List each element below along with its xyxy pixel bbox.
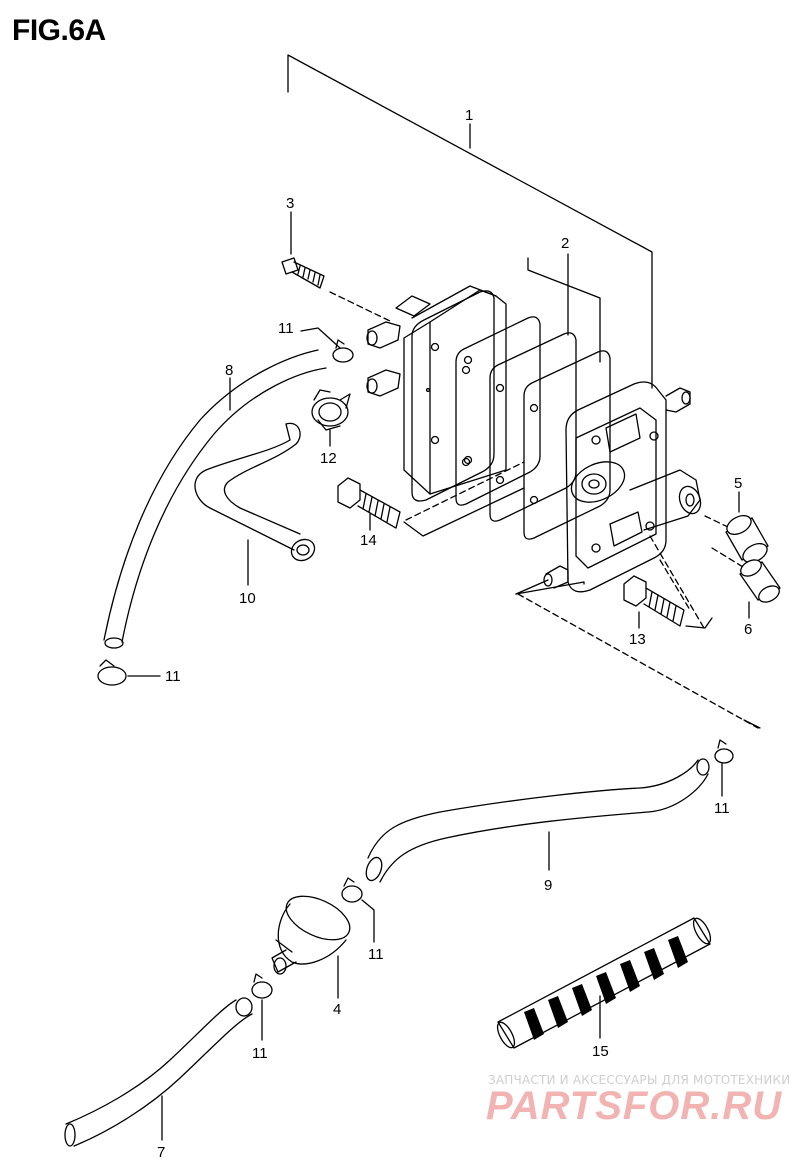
callout-11-mid: 11 xyxy=(368,946,384,963)
clip-11-lower xyxy=(252,974,272,1040)
figure-title: FIG.6A xyxy=(12,14,106,47)
watermark-brand: PARTSFOR.RU xyxy=(486,1084,783,1128)
callout-11-left: 11 xyxy=(165,668,181,685)
bolt-13 xyxy=(624,576,684,628)
bracket-13 xyxy=(686,618,712,628)
hose-7 xyxy=(65,998,252,1146)
assembly-bracket-1 xyxy=(288,55,652,388)
callout-9: 9 xyxy=(544,877,552,894)
callout-8: 8 xyxy=(225,362,233,379)
fuel-filter-4 xyxy=(272,887,356,998)
callout-14: 14 xyxy=(360,532,377,549)
callout-4: 4 xyxy=(333,1001,341,1018)
assembly-bracket-2 xyxy=(528,258,600,362)
clamp-12 xyxy=(312,390,350,446)
bolt-14 xyxy=(338,478,400,530)
dashed-leaders xyxy=(406,462,758,728)
callout-3: 3 xyxy=(286,195,294,212)
diaphragm-plates xyxy=(456,317,610,539)
clip-11-top xyxy=(301,328,353,362)
hose-10 xyxy=(195,423,318,585)
hose-9 xyxy=(363,759,709,883)
bracket-14 xyxy=(404,488,524,536)
collar-6 xyxy=(738,557,782,618)
watermark-caption: ЗАПЧАСТИ И АКСЕССУАРЫ ДЛЯ МОТОТЕХНИКИ xyxy=(488,1073,791,1087)
clip-11-mid xyxy=(342,878,374,942)
clip-11-right xyxy=(715,740,733,796)
callout-11-top: 11 xyxy=(278,320,294,337)
clip-11-left xyxy=(98,660,160,685)
bolt-3 xyxy=(282,212,392,322)
callout-11-lower: 11 xyxy=(252,1045,268,1062)
callout-11-right: 11 xyxy=(714,800,730,817)
callout-1: 1 xyxy=(465,107,473,124)
callout-13: 13 xyxy=(629,631,646,648)
callout-labels: 1 2 3 4 5 6 7 8 9 10 11 11 11 11 11 12 1… xyxy=(157,107,752,1161)
callout-12: 12 xyxy=(320,450,337,467)
callout-6: 6 xyxy=(744,621,752,638)
callout-15: 15 xyxy=(592,1043,609,1060)
callout-10: 10 xyxy=(239,590,256,607)
hose-8 xyxy=(104,350,326,648)
callout-5: 5 xyxy=(734,475,742,492)
callout-2: 2 xyxy=(561,235,569,252)
pump-rear-block xyxy=(367,286,506,501)
collar-5 xyxy=(724,492,770,566)
pump-front-cover xyxy=(544,382,704,592)
callout-7: 7 xyxy=(157,1144,165,1161)
spiral-protector-15 xyxy=(494,916,714,1050)
